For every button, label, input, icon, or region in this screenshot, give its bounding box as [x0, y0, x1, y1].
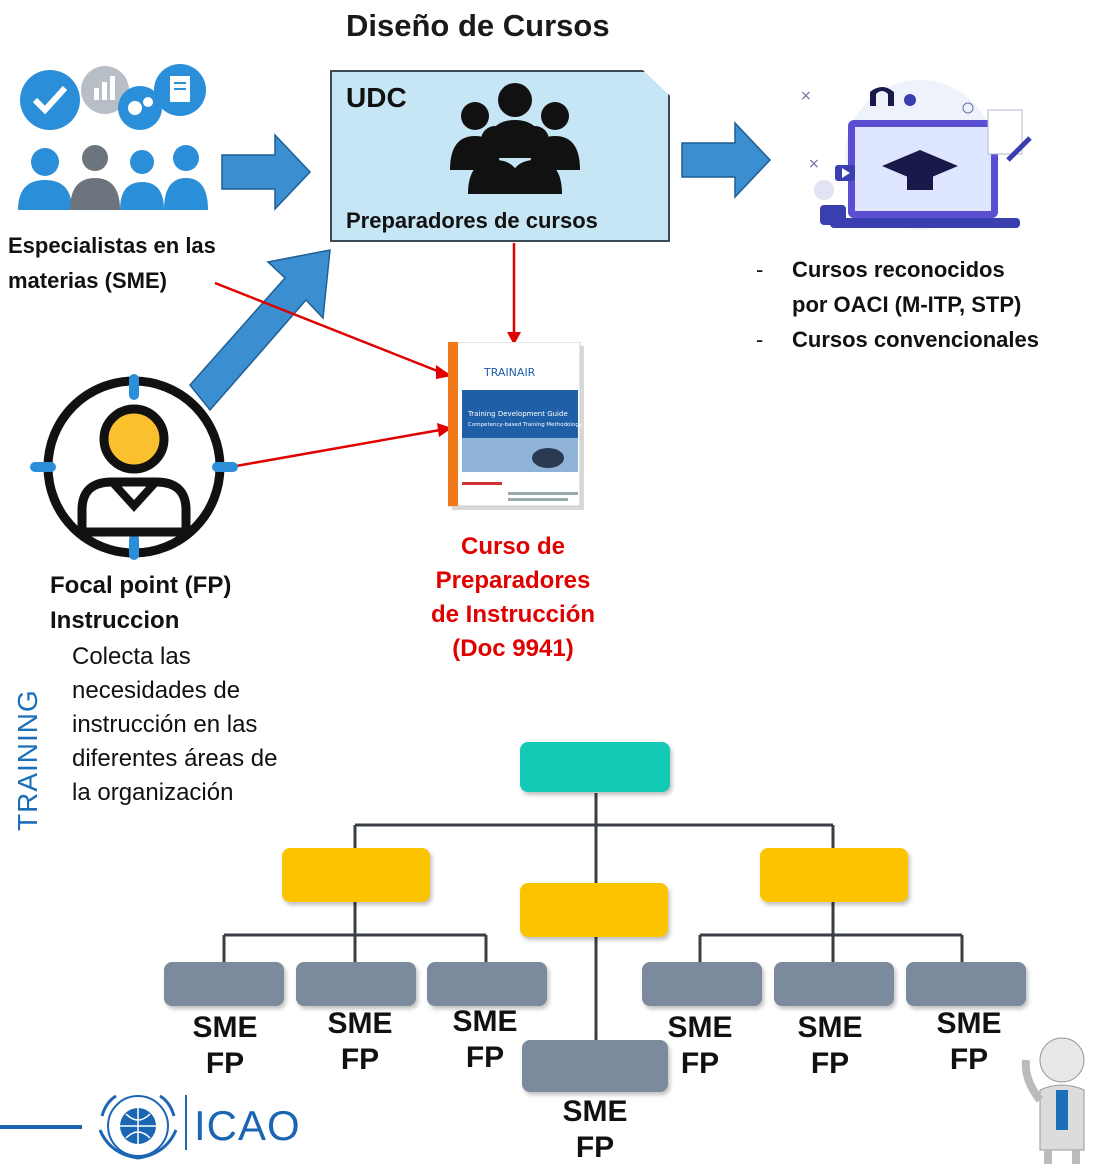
outputs-item-1-line1: Cursos reconocidos [792, 257, 1005, 282]
outputs-item-1: - Cursos reconocidos por OACI (M-ITP, ST… [756, 252, 1039, 322]
leaf-label-fp: FP [465, 1041, 505, 1074]
leaf-label-fp: FP [205, 1047, 245, 1080]
arrow-udc-to-outputs [681, 121, 772, 199]
svg-text:×: × [808, 156, 820, 172]
footer-org-name: ICAO [194, 1102, 301, 1149]
leaf-label-4: SME FP [645, 1010, 755, 1082]
footer-accent-bar [0, 1125, 82, 1129]
diagram-title: Diseño de Cursos [346, 8, 610, 43]
leaf-label-1: SME FP [170, 1010, 280, 1082]
leaf-label-3: SME FP [430, 1004, 540, 1076]
course-label: Curso de Preparadores de Instrucción (Do… [398, 530, 628, 666]
outputs-item-2-line1: Cursos convencionales [792, 327, 1039, 352]
svg-text:×: × [800, 88, 812, 104]
org-mid-box-center [520, 883, 668, 937]
leaf-label-sme: SME [797, 1011, 863, 1044]
leaf-label-sme: SME [192, 1011, 258, 1044]
org-leaf-box-6 [906, 962, 1026, 1006]
thinking-figure-icon [1021, 1037, 1085, 1164]
book-title: Training Development Guide [467, 410, 568, 418]
fp-desc-line5: la organización [72, 779, 234, 806]
org-mid-box-right [760, 848, 908, 902]
org-leaf-box-4 [642, 962, 762, 1006]
leaf-label-fp: FP [575, 1131, 615, 1164]
fp-description: Colecta las necesidades de instrucción e… [72, 640, 342, 810]
leaf-label-fp: FP [340, 1043, 380, 1076]
fp-desc-line3: instrucción en las [72, 711, 258, 738]
leaf-label-5: SME FP [775, 1010, 885, 1082]
target-person-icon [30, 374, 238, 560]
fp-label-line1: Focal point (FP) [50, 572, 232, 599]
leaf-label-fp: FP [680, 1047, 720, 1080]
line-fp-to-course [235, 428, 441, 468]
leaf-label-sme: SME [452, 1005, 518, 1038]
org-leaf-box-2 [296, 962, 416, 1006]
fp-desc-line2: necesidades de [72, 677, 241, 704]
leaf-label-7: SME FP [540, 1094, 650, 1166]
arrow-sme-to-udc [221, 133, 312, 211]
fp-desc-line4: diferentes áreas de [72, 745, 278, 772]
leaf-label-fp: FP [810, 1047, 850, 1080]
arrow-fp-to-udc [189, 249, 331, 412]
footer-separator [185, 1095, 187, 1150]
icao-emblem-icon [98, 1094, 178, 1160]
org-mid-box-left [282, 848, 430, 902]
outputs-list: - Cursos reconocidos por OACI (M-ITP, ST… [756, 252, 1039, 357]
fp-label-line2: Instruccion [50, 607, 180, 634]
org-leaf-box-1 [164, 962, 284, 1006]
leaf-label-fp: FP [949, 1043, 989, 1076]
list-dash: - [756, 327, 764, 352]
course-line2: Preparadores [435, 567, 591, 594]
outputs-item-2: - Cursos convencionales [756, 322, 1039, 357]
fp-desc-line1: Colecta las [72, 643, 191, 670]
sme-label-line1: Especialistas en las [8, 233, 216, 258]
udc-subtitle: Preparadores de cursos [346, 208, 598, 233]
leaf-label-sme: SME [562, 1095, 628, 1128]
leaf-label-2: SME FP [305, 1006, 415, 1078]
specialists-feedback-icon [18, 64, 208, 210]
course-line3: de Instrucción [430, 601, 596, 628]
sme-label-line2: materias (SME) [8, 268, 167, 293]
line-sme-to-course [214, 281, 441, 374]
outputs-item-1-line2: por OACI (M-ITP, STP) [792, 292, 1022, 317]
leaf-label-sme: SME [667, 1011, 733, 1044]
trainair-book-icon: TRAINAIR Training Development Guide Comp… [448, 342, 584, 510]
udc-label: UDC [346, 82, 407, 113]
org-leaf-box-3 [427, 962, 547, 1006]
leaf-label-6: SME FP [914, 1006, 1024, 1078]
online-education-icon: × × [800, 80, 1032, 230]
course-line4: (Doc 9941) [452, 635, 574, 662]
book-brand: TRAINAIR [483, 366, 536, 379]
leaf-label-sme: SME [327, 1007, 393, 1040]
group-people-icon [450, 83, 580, 194]
org-leaf-box-7 [522, 1040, 668, 1092]
org-leaf-box-5 [774, 962, 894, 1006]
course-line1: Curso de [460, 533, 565, 560]
fp-label: Focal point (FP) Instruccion [50, 568, 231, 638]
org-top-box [520, 742, 670, 792]
leaf-label-sme: SME [936, 1007, 1002, 1040]
list-dash: - [756, 257, 764, 282]
book-subtitle: Competency-based Training Methodology [468, 422, 583, 428]
sme-label: Especialistas en las materias (SME) [8, 228, 288, 298]
